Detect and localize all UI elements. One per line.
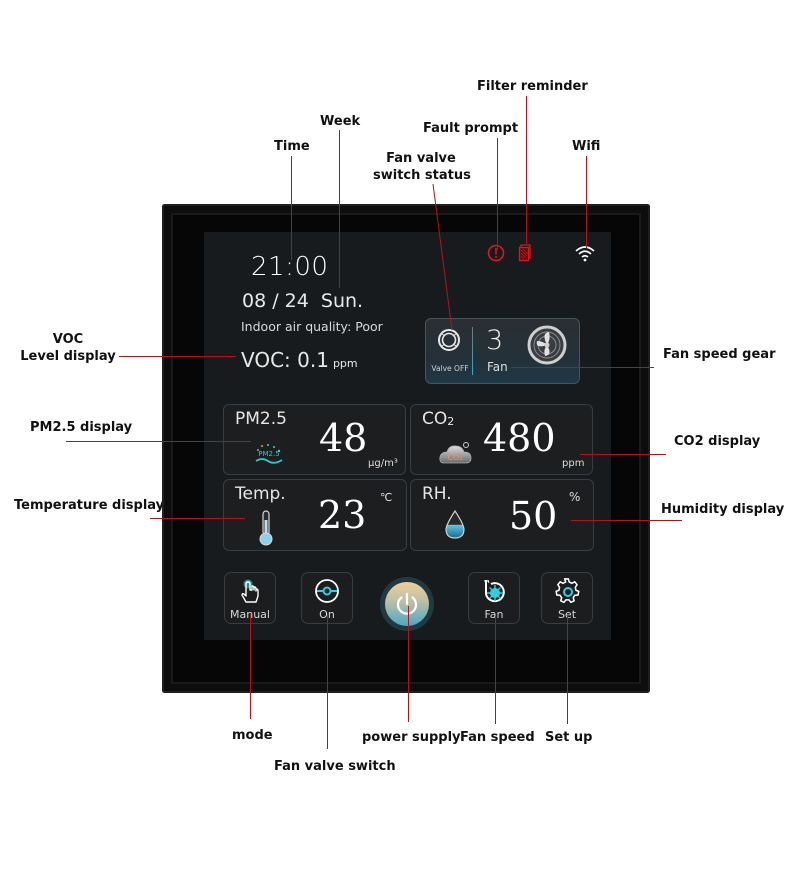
leader-line-pm25 <box>66 441 251 442</box>
pm25-icon: PM2.5 <box>255 444 283 464</box>
leader-line-co2 <box>580 454 666 455</box>
fault-icon[interactable] <box>487 244 505 262</box>
fan-icon <box>527 325 567 365</box>
fan-speed-button-label: Fan <box>484 608 504 621</box>
co2-title: CO2 <box>422 409 454 429</box>
power-button[interactable] <box>380 577 434 631</box>
co2-title-sub: 2 <box>447 415 455 428</box>
temperature-unit: ℃ <box>380 491 393 504</box>
leader-line-valve-switch <box>327 614 328 749</box>
valve-switch-icon <box>315 579 339 603</box>
humidity-card: RH. 50 % <box>410 479 594 551</box>
co2-icon-text: CO₂ <box>447 453 462 462</box>
air-quality-status: Indoor air quality: Poor <box>241 319 383 334</box>
valve-status-icon <box>438 329 460 351</box>
temperature-value: 23 <box>318 493 367 537</box>
annotation-voc-line1: VOC <box>52 332 84 347</box>
annotation-week: Week <box>320 114 361 129</box>
gear-icon <box>555 578 580 604</box>
leader-line-valve-status <box>432 183 453 331</box>
air-quality-value: Poor <box>355 319 383 334</box>
annotation-voc-line2: Level display <box>20 349 116 364</box>
annotation-set-up: Set up <box>545 730 593 745</box>
annotation-mode: mode <box>232 728 273 743</box>
water-drop-icon <box>445 510 465 539</box>
leader-line-filter <box>526 96 527 244</box>
wifi-icon[interactable] <box>574 244 596 262</box>
pm25-card: PM2.5 PM2.5 48 μg/m³ <box>223 404 406 475</box>
fan-speed-button[interactable]: Fan <box>468 572 520 624</box>
humidity-unit: % <box>569 490 581 504</box>
settings-button-label: Set <box>557 608 577 621</box>
temperature-title: Temp. <box>235 484 286 504</box>
temperature-card: Temp. 23 ℃ <box>223 479 407 551</box>
annotation-wifi: Wifi <box>572 139 601 154</box>
leader-line-fan-speed <box>495 616 496 724</box>
air-quality-label: Indoor air quality <box>241 319 348 334</box>
fan-gear-label: Fan <box>487 360 508 374</box>
thermometer-icon <box>259 510 273 546</box>
annotation-voc: VOC Level display <box>20 331 116 365</box>
pm25-title: PM2.5 <box>235 409 287 429</box>
fan-gear-value: 3 <box>486 325 504 356</box>
pm25-unit: μg/m³ <box>368 458 398 469</box>
annotation-co2: CO2 display <box>674 434 761 449</box>
co2-unit: ppm <box>562 458 585 469</box>
hand-pointer-icon <box>241 579 259 603</box>
pm25-value: 48 <box>319 416 368 460</box>
mode-button[interactable]: Manual <box>224 572 276 624</box>
annotation-fan-valve-status-line2: switch status <box>373 168 471 183</box>
annotation-fan-speed-gear: Fan speed gear <box>663 347 776 362</box>
annotation-pm25: PM2.5 display <box>30 420 133 435</box>
voc-label: VOC: <box>241 348 298 372</box>
settings-button[interactable]: Set <box>541 572 593 624</box>
air-quality-separator: : <box>347 319 356 334</box>
valve-status-label: Valve OFF <box>431 364 469 373</box>
leader-line-fault <box>497 138 498 250</box>
annotation-temperature: Temperature display <box>14 498 165 513</box>
fan-speed-icon <box>484 579 505 603</box>
annotation-humidity: Humidity display <box>661 502 785 517</box>
date-week: 08 / 24 Sun. <box>242 290 364 312</box>
leader-line-temperature <box>150 518 245 519</box>
mode-button-label: Manual <box>225 608 275 621</box>
fan-status-panel[interactable]: Valve OFF 3 Fan <box>425 318 580 384</box>
filter-icon[interactable] <box>518 244 532 262</box>
annotation-fan-speed: Fan speed <box>460 730 535 745</box>
annotation-time: Time <box>274 139 310 154</box>
co2-title-main: CO <box>422 409 448 429</box>
voc-value: 0.1 <box>297 348 329 372</box>
clock-time: 21:00 <box>251 252 329 282</box>
leader-line-set-up <box>567 616 568 724</box>
leader-line-power <box>408 606 409 722</box>
leader-line-time <box>291 156 292 260</box>
annotation-filter-reminder: Filter reminder <box>477 79 588 94</box>
annotation-fan-valve-status-line1: Fan valve <box>386 151 456 166</box>
leader-line-voc <box>119 356 236 357</box>
co2-cloud-icon: CO₂ <box>439 442 472 464</box>
co2-card: CO2 CO₂ 480 ppm <box>410 404 593 475</box>
humidity-value: 50 <box>509 494 558 538</box>
power-button-face <box>385 582 429 626</box>
leader-line-fan-gear <box>511 367 654 368</box>
annotation-power-supply: power supply <box>362 730 461 745</box>
leader-line-wifi <box>586 156 587 248</box>
leader-line-mode <box>250 614 251 719</box>
valve-switch-button-label: On <box>302 608 352 621</box>
pm25-icon-text: PM2.5 <box>258 450 279 458</box>
panel-divider <box>472 327 473 375</box>
annotation-fan-valve-switch: Fan valve switch <box>274 759 396 774</box>
co2-value: 480 <box>483 416 556 460</box>
power-icon <box>396 592 418 615</box>
voc-unit: ppm <box>332 357 358 370</box>
annotation-fan-valve-status: Fan valve switch status <box>373 150 471 184</box>
leader-line-humidity <box>571 520 682 521</box>
annotation-fault-prompt: Fault prompt <box>423 121 519 136</box>
leader-line-week <box>339 130 340 288</box>
humidity-title: RH. <box>422 484 452 504</box>
